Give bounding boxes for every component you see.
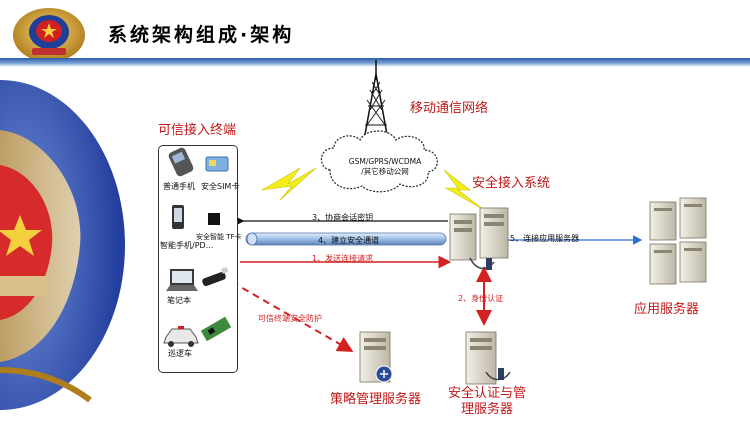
application-servers-icon xyxy=(649,197,707,285)
terminal-protection-label: 可信终端安全防护 xyxy=(258,314,322,323)
laptop-icon xyxy=(166,269,198,291)
step-4-label: 4、建立安全通道 xyxy=(318,236,380,245)
app-server-label: 应用服务器 xyxy=(634,302,700,317)
device-label-feature-phone: 普通手机 xyxy=(163,182,195,191)
terminal-device-icons xyxy=(163,147,232,347)
circuit-board-icon xyxy=(200,316,232,342)
patrol-car-icon xyxy=(163,326,199,347)
device-label-patrol-car: 巡逻车 xyxy=(168,349,192,358)
policy-server-label: 策略管理服务器 xyxy=(330,392,422,407)
police-emblem-icon xyxy=(13,8,85,62)
auth-server-label: 安全认证与管 理服务器 xyxy=(447,386,526,417)
device-label-smartphone: 智能手机/PD... xyxy=(160,241,214,250)
arrow-terminal-protection xyxy=(231,281,354,352)
header-divider xyxy=(0,58,750,67)
secure-channel-tube xyxy=(245,232,447,246)
policy-server-icon xyxy=(359,331,393,383)
device-label-sim-card: 安全SIM卡 xyxy=(201,182,240,191)
page-title: 系统架构组成·架构 xyxy=(108,24,295,46)
step-1-label: 1、发送连接请求 xyxy=(312,254,374,263)
mobile-network-cloud-icon xyxy=(320,130,438,193)
lightning-left-icon xyxy=(261,167,317,201)
usb-key-icon xyxy=(202,266,229,287)
device-label-tf-card: 安全智能 TF卡 xyxy=(196,233,242,241)
auth-server-icon xyxy=(465,331,511,385)
access-system-servers-icon xyxy=(449,207,509,270)
antenna-tower-icon xyxy=(363,60,389,141)
smartphone-icon xyxy=(172,205,184,229)
step-5-label: 5、连接应用服务器 xyxy=(510,234,580,243)
mobile-network-label: 移动通信网络 xyxy=(410,101,489,116)
access-system-label: 安全接入系统 xyxy=(472,176,551,191)
device-label-laptop: 笔记本 xyxy=(167,296,191,305)
feature-phone-icon xyxy=(168,147,194,177)
step-2-label: 2、身份认证 xyxy=(458,294,504,303)
trusted-terminal-title: 可信接入终端 xyxy=(158,123,237,138)
tf-card-icon xyxy=(208,213,220,225)
step-3-label: 3、协商会话密钥 xyxy=(312,213,374,222)
emblem-background xyxy=(0,80,125,410)
cloud-network-text: GSM/GPRS/WCDMA /其它移动公网 xyxy=(348,157,422,176)
sim-card-icon xyxy=(205,156,229,172)
